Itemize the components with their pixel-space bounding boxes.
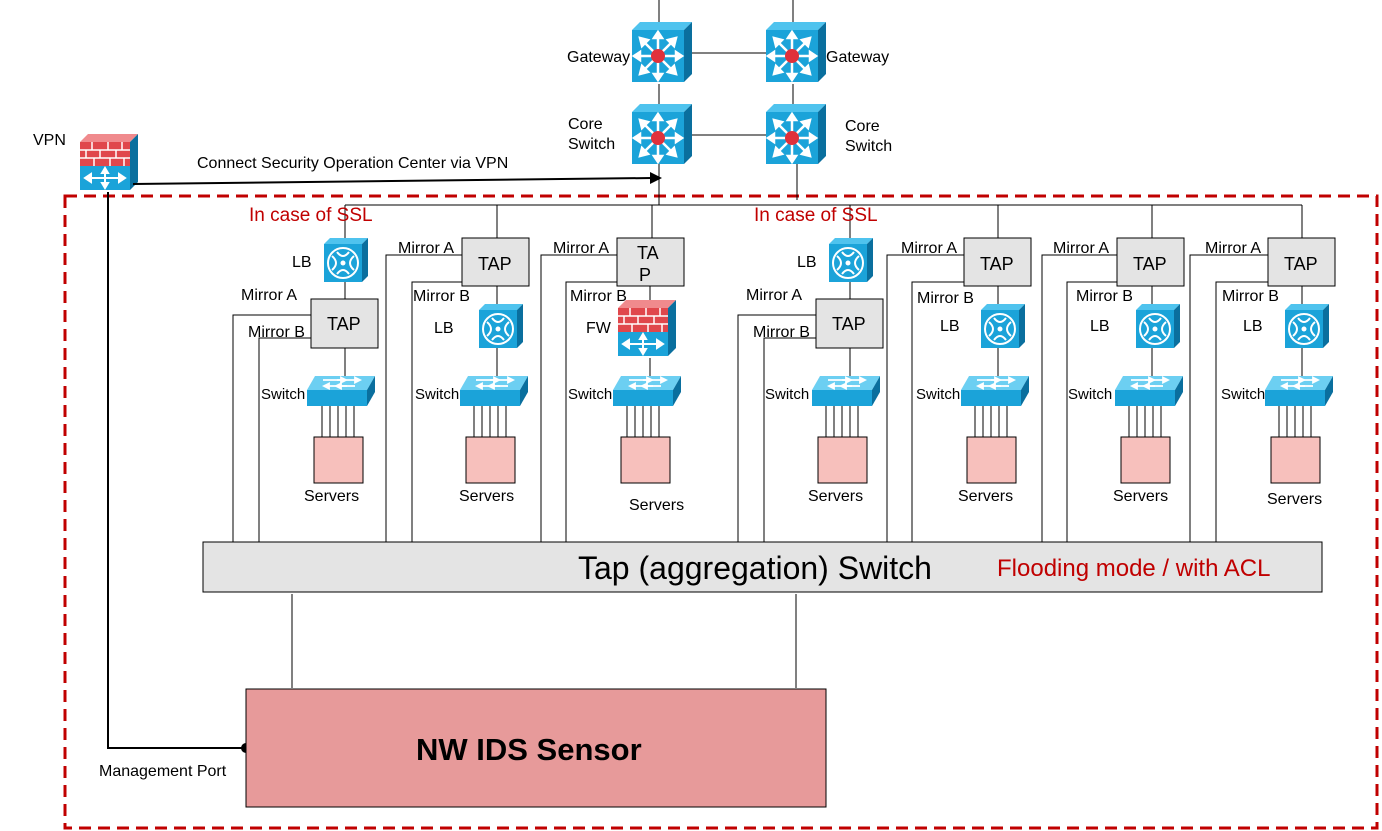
servers-box-col3 xyxy=(620,436,671,484)
mirror-b-col5: Mirror B xyxy=(917,290,974,307)
core-switch-right xyxy=(764,102,828,166)
mirror-b-col7: Mirror B xyxy=(1222,288,1279,305)
tap-box-col1 xyxy=(310,298,379,349)
switch-label-col7: Switch xyxy=(1221,386,1265,403)
servers-box-col6 xyxy=(1120,436,1171,484)
switch-icon-col5 xyxy=(960,375,1030,407)
mirror-a-col4: Mirror A xyxy=(746,287,802,304)
gateway-router-right xyxy=(764,20,828,84)
servers-label-col2: Servers xyxy=(459,488,514,505)
tap-label-col1: TAP xyxy=(327,314,361,334)
servers-label-col7: Servers xyxy=(1267,491,1322,508)
branch-links xyxy=(232,254,1312,688)
mirror-a-col6: Mirror A xyxy=(1053,240,1109,257)
tap-box-col7 xyxy=(1267,237,1336,287)
mirror-b-col6: Mirror B xyxy=(1076,288,1133,305)
core-label-left-1: Core xyxy=(568,116,603,133)
servers-box-col7 xyxy=(1270,436,1321,484)
core-links xyxy=(344,0,1303,240)
servers-label-col1: Servers xyxy=(304,488,359,505)
datacenter-boundary xyxy=(63,194,1379,830)
vpn-arrow xyxy=(132,172,662,185)
vpn-firewall-icon xyxy=(79,133,139,191)
switch-icon-col7 xyxy=(1264,375,1334,407)
switch-label-col6: Switch xyxy=(1068,386,1112,403)
tap-label-col5: TAP xyxy=(980,254,1014,274)
tap-box-col4 xyxy=(815,298,884,349)
lb-label-col2: LB xyxy=(434,320,454,337)
servers-label-col3: Servers xyxy=(629,497,684,514)
fw-icon xyxy=(617,299,677,357)
servers-label-col6: Servers xyxy=(1113,488,1168,505)
mirror-b-col3: Mirror B xyxy=(570,288,627,305)
fw-label: FW xyxy=(586,320,612,337)
switch-icon-col1 xyxy=(306,375,376,407)
servers-box-col5 xyxy=(966,436,1017,484)
switch-label-col5: Switch xyxy=(916,386,960,403)
switch-label-col1: Switch xyxy=(261,386,305,403)
gateway-label-right: Gateway xyxy=(826,49,889,66)
mirror-a-col5: Mirror A xyxy=(901,240,957,257)
mirror-b-col4: Mirror B xyxy=(753,324,810,341)
vpn-link-label: Connect Security Operation Center via VP… xyxy=(197,155,508,172)
servers-box-col2 xyxy=(465,436,516,484)
tap-box-col5 xyxy=(963,237,1032,287)
switch-icon-col6 xyxy=(1114,375,1184,407)
switch-label-col4: Switch xyxy=(765,386,809,403)
flooding-mode-label: Flooding mode / with ACL xyxy=(997,555,1270,582)
core-label-right-2: Switch xyxy=(845,138,892,155)
lb-icon-col1 xyxy=(323,237,369,283)
core-label-right-1: Core xyxy=(845,118,880,135)
servers-label-col5: Servers xyxy=(958,488,1013,505)
lb-label-col4: LB xyxy=(797,254,817,271)
tap-switch-label: Tap (aggregation) Switch xyxy=(578,550,932,586)
tap-box-col6 xyxy=(1116,237,1185,287)
tap-box-col3 xyxy=(616,237,685,287)
vpn-label: VPN xyxy=(33,132,66,149)
tap-label-col3-line1: TA xyxy=(637,243,659,263)
switch-label-col2: Switch xyxy=(415,386,459,403)
lb-label-col5: LB xyxy=(940,318,960,335)
ssl-note-left: In case of SSL xyxy=(249,205,373,226)
switch-icon-col4 xyxy=(811,375,881,407)
servers-box-col4 xyxy=(817,436,868,484)
lb-icon-col5 xyxy=(980,303,1026,349)
mirror-a-col1: Mirror A xyxy=(241,287,297,304)
servers-label-col4: Servers xyxy=(808,488,863,505)
lb-icon-col4 xyxy=(828,237,874,283)
mirror-a-col2: Mirror A xyxy=(398,240,454,257)
gateway-router-left xyxy=(630,20,694,84)
mirror-b-col1: Mirror B xyxy=(248,324,305,341)
lb-label-col6: LB xyxy=(1090,318,1110,335)
switch-label-col3: Switch xyxy=(568,386,612,403)
tap-label-col7: TAP xyxy=(1284,254,1318,274)
servers-box-col1 xyxy=(313,436,364,484)
lb-icon-col7 xyxy=(1284,303,1330,349)
ssl-note-right: In case of SSL xyxy=(754,205,878,226)
core-switch-left xyxy=(630,102,694,166)
tap-box-col2 xyxy=(461,237,530,287)
tap-label-col6: TAP xyxy=(1133,254,1167,274)
management-port-label: Management Port xyxy=(99,763,227,780)
lb-icon-col2 xyxy=(478,303,524,349)
tap-label-col2: TAP xyxy=(478,254,512,274)
core-label-left-2: Switch xyxy=(568,136,615,153)
tap-label-col3-line2: P xyxy=(639,265,651,285)
ids-sensor-box xyxy=(245,688,827,808)
tap-label-col4: TAP xyxy=(832,314,866,334)
ids-sensor-label: NW IDS Sensor xyxy=(416,732,642,767)
mirror-a-col7: Mirror A xyxy=(1205,240,1261,257)
switch-icon-col2 xyxy=(459,375,529,407)
gateway-label-left: Gateway xyxy=(567,49,630,66)
tap-aggregation-switch xyxy=(202,541,1323,593)
lb-icon-col6 xyxy=(1135,303,1181,349)
lb-label-col7: LB xyxy=(1243,318,1263,335)
switch-icon-col3 xyxy=(612,375,682,407)
management-line xyxy=(107,192,246,749)
mirror-b-col2: Mirror B xyxy=(413,288,470,305)
mirror-a-col3: Mirror A xyxy=(553,240,609,257)
lb-label-col1: LB xyxy=(292,254,312,271)
